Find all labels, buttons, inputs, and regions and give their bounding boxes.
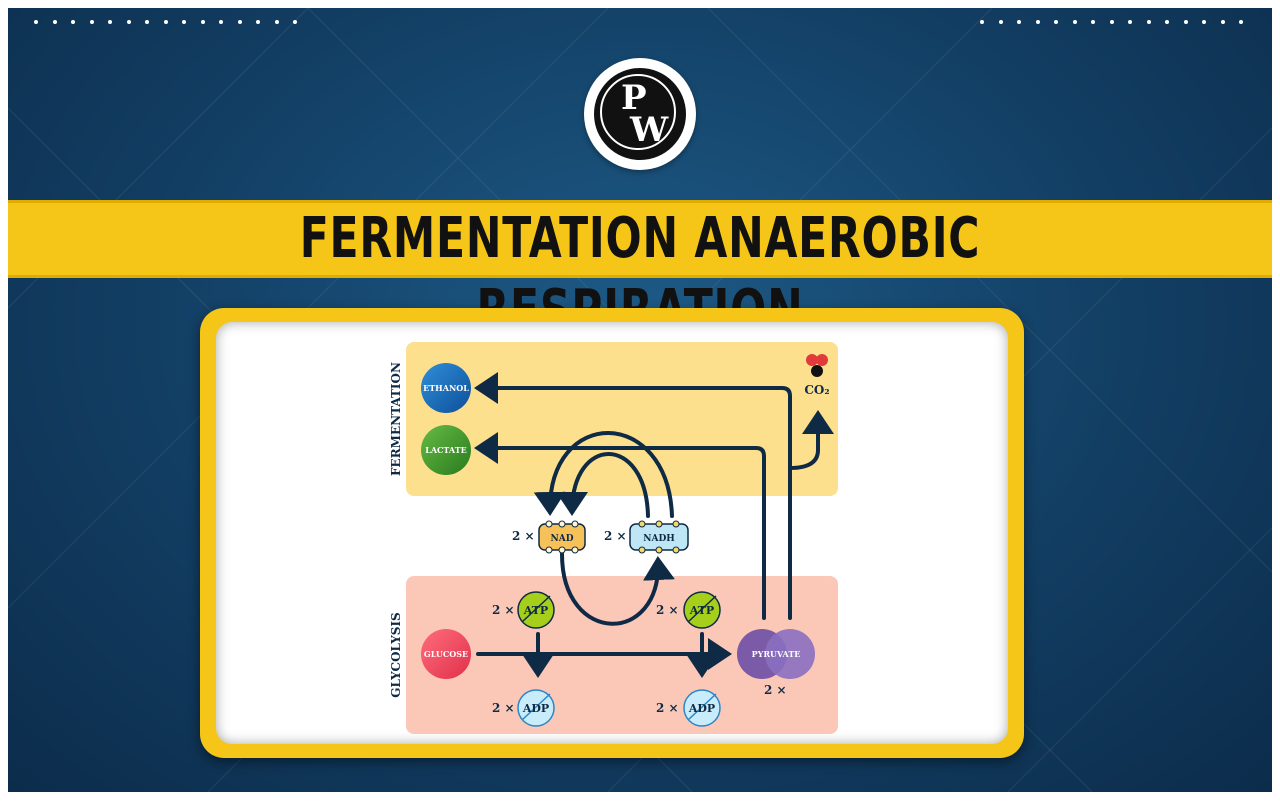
- logo-letter-p: P: [621, 78, 647, 118]
- atp-left-multiplier: 2 ×: [492, 603, 515, 617]
- ethanol-label: ETHANOL: [423, 383, 469, 393]
- glucose-node: GLUCOSE: [421, 629, 471, 679]
- diagram-panel: FERMENTATION GLYCOLYSIS E: [216, 322, 1008, 744]
- glucose-label: GLUCOSE: [424, 649, 468, 659]
- fermentation-zone-label: FERMENTATION: [389, 362, 403, 476]
- fermentation-diagram: FERMENTATION GLYCOLYSIS E: [389, 342, 838, 734]
- co2-label: CO₂: [804, 383, 829, 397]
- adp-left-multiplier: 2 ×: [492, 701, 515, 715]
- nad-label: NAD: [550, 534, 573, 544]
- adp-right-multiplier: 2 ×: [656, 701, 679, 715]
- nadh-multiplier: 2 ×: [604, 529, 627, 543]
- atp-left-node: ATP: [517, 591, 555, 629]
- nad-node: NAD: [538, 520, 586, 554]
- decorative-dots-left: [34, 20, 312, 24]
- arrow-pyruvate-to-ethanol: [474, 372, 792, 620]
- slide-background: P W FERMENTATION ANAEROBIC RESPIRATION: [8, 8, 1272, 792]
- glycolysis-zone-label: GLYCOLYSIS: [389, 612, 403, 697]
- co2-molecule-icon: [806, 354, 828, 377]
- pyruvate-label: PYRUVATE: [752, 649, 801, 659]
- page-title: FERMENTATION ANAEROBIC RESPIRATION: [299, 206, 981, 343]
- lactate-label: LACTATE: [425, 445, 467, 455]
- arrow-to-co2: [788, 410, 834, 470]
- diagram-frame: FERMENTATION GLYCOLYSIS E: [200, 308, 1024, 758]
- pyruvate-node: PYRUVATE: [737, 629, 815, 679]
- nadh-node: NADH: [629, 520, 689, 554]
- adp-right-node: ADP: [683, 689, 721, 727]
- lactate-node: LACTATE: [421, 425, 471, 475]
- adp-right-label: ADP: [688, 702, 715, 715]
- adp-left-label: ADP: [522, 702, 549, 715]
- fermentation-zone: [406, 342, 838, 496]
- adp-left-node: ADP: [517, 689, 555, 727]
- atp-right-label: ATP: [689, 604, 714, 617]
- logo-badge: P W: [594, 68, 686, 160]
- logo-letter-w: W: [630, 110, 669, 150]
- arrow-pyruvate-to-lactate: [474, 432, 766, 620]
- atp-right-node: ATP: [683, 591, 721, 629]
- pyruvate-multiplier: 2 ×: [764, 683, 787, 697]
- decorative-dots-right: [980, 20, 1258, 24]
- atp-left-label: ATP: [523, 604, 548, 617]
- logo-ring: [600, 74, 676, 150]
- title-band: FERMENTATION ANAEROBIC RESPIRATION: [8, 200, 1272, 343]
- nadh-label: NADH: [643, 534, 675, 544]
- arrow-nadh-to-nad-inner: [556, 452, 650, 518]
- ethanol-node: ETHANOL: [421, 363, 471, 413]
- pw-logo-icon: P W: [584, 58, 696, 170]
- atp-right-multiplier: 2 ×: [656, 603, 679, 617]
- nad-multiplier: 2 ×: [512, 529, 535, 543]
- arrow-nadh-to-nad-outer: [533, 431, 674, 518]
- arrow-nad-to-nadh: [560, 552, 675, 626]
